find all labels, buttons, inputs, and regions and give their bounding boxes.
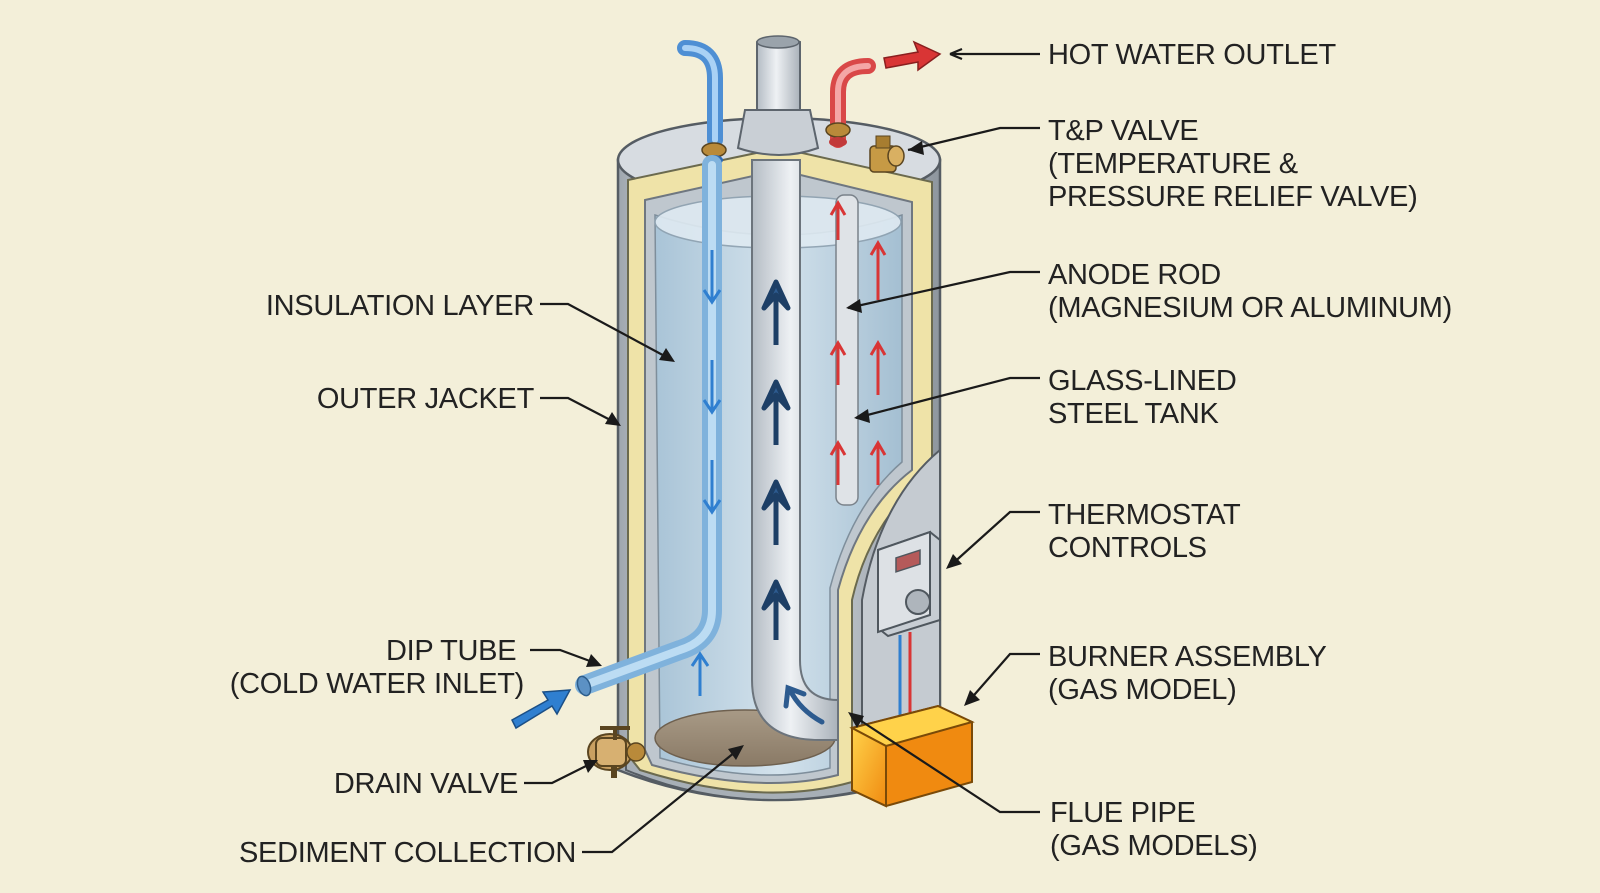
leader-outer-jacket xyxy=(540,398,618,424)
label-insulation: INSULATION LAYER xyxy=(266,290,534,322)
hot-water-flow-arrow xyxy=(884,42,940,70)
draft-hood xyxy=(738,110,818,155)
label-hot-water-outlet: HOT WATER OUTLET xyxy=(1048,39,1336,71)
cold-inlet-fitting xyxy=(702,143,726,157)
leader-drain-valve xyxy=(524,762,594,783)
label-thermostat: THERMOSTAT CONTROLS xyxy=(1048,499,1248,564)
flue-opening xyxy=(757,36,799,48)
leader-thermostat xyxy=(950,512,1040,566)
water-heater-tank xyxy=(618,118,940,800)
leader-hot-water-outlet xyxy=(950,49,1040,59)
label-burner: BURNER ASSEMBLY (GAS MODEL) xyxy=(1048,641,1334,706)
label-outer-jacket: OUTER JACKET xyxy=(317,383,535,415)
leader-burner xyxy=(968,654,1040,702)
hot-outlet-fitting xyxy=(826,123,850,137)
flue-vent-pipe xyxy=(757,38,800,110)
label-flue-pipe: FLUE PIPE (GAS MODELS) xyxy=(1050,797,1258,862)
label-glass-lined-tank: GLASS-LINED STEEL TANK xyxy=(1048,365,1244,430)
label-sediment: SEDIMENT COLLECTION xyxy=(239,837,576,869)
hot-outlet-port xyxy=(829,137,847,147)
leader-dip-tube xyxy=(530,650,598,664)
label-dip-tube: DIP TUBE (COLD WATER INLET) xyxy=(230,635,524,700)
label-anode-rod: ANODE ROD (MAGNESIUM OR ALUMINUM) xyxy=(1048,259,1452,324)
label-drain-valve: DRAIN VALVE xyxy=(334,768,518,800)
label-tp-valve: T&P VALVE (TEMPERATURE & PRESSURE RELIEF… xyxy=(1048,115,1417,213)
